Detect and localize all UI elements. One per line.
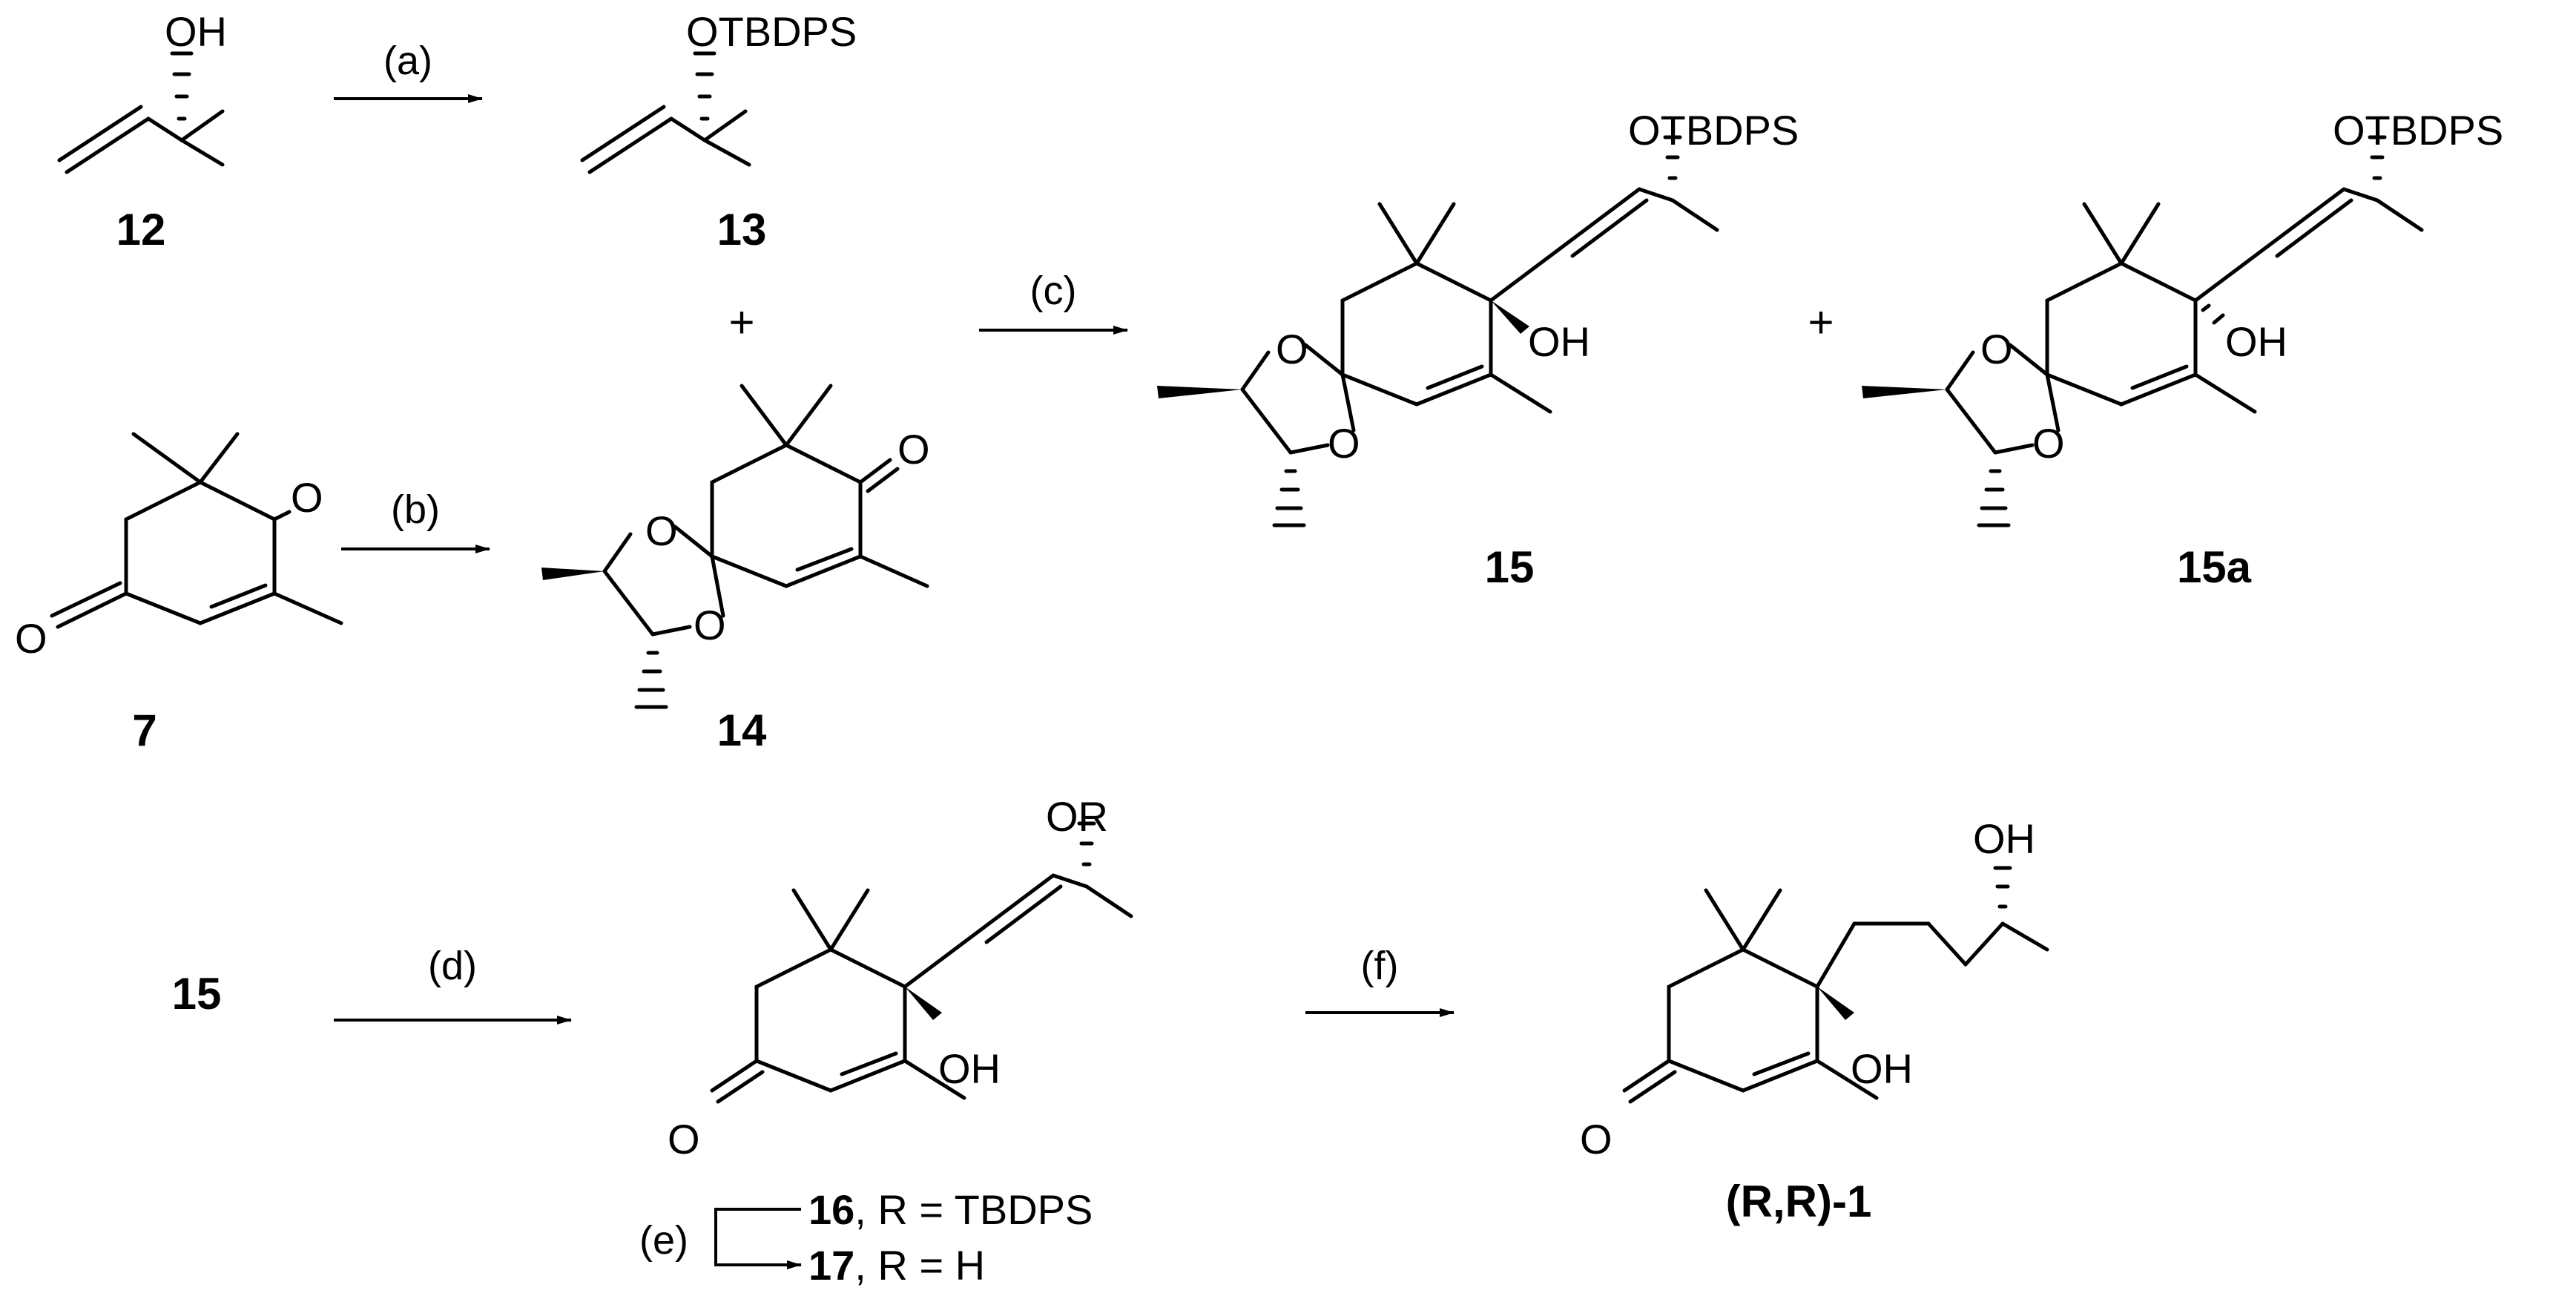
compound-label-7: 7 — [132, 706, 157, 755]
hashed-wedge — [2368, 135, 2387, 180]
hashed-wedge — [693, 51, 717, 121]
otbdps-label: OTBDPS — [686, 8, 857, 55]
solid-wedge — [1862, 386, 1947, 398]
compound-product-1: OH OH O (R,R)-1 — [1580, 815, 2049, 1226]
compound-label-17: 17, R = H — [808, 1242, 985, 1289]
ring-o-label: O — [694, 602, 726, 648]
reagent-label-d: (d) — [428, 944, 477, 988]
compound-label-14: 14 — [717, 706, 767, 755]
hashed-wedge — [2201, 303, 2225, 325]
compound-label-product: (R,R)-1 — [1726, 1177, 1872, 1226]
solid-wedge — [905, 987, 942, 1020]
compound-16-17: OR OH O (e) 16, R = TBDPS 17, R = H — [639, 793, 1133, 1289]
ketone-o-label: O — [15, 615, 47, 662]
compound-12: OH 12 — [57, 8, 227, 254]
hydroxyl-label: OH — [2225, 318, 2287, 365]
hydroxyl-label: OH — [1851, 1045, 1913, 1092]
or-label: OR — [1046, 793, 1108, 840]
compound-14: O O O 14 — [541, 384, 930, 755]
solid-wedge — [541, 568, 605, 580]
hydroxyl-label: OH — [1528, 318, 1590, 365]
plus-sign-2: + — [1808, 297, 1834, 347]
ketone-o-label: O — [1580, 1116, 1613, 1162]
solid-wedge — [1157, 386, 1242, 398]
ketone-o-label: O — [897, 426, 930, 473]
plus-sign-1: + — [728, 297, 754, 347]
hashed-wedge — [1077, 821, 1096, 866]
compound-label-12: 12 — [116, 205, 166, 254]
ring-o-label: O — [1980, 326, 2013, 372]
ketone-o-label: O — [291, 474, 323, 521]
compound-13: OTBDPS 13 — [580, 8, 857, 254]
compound-label-13: 13 — [717, 205, 767, 254]
compound-label-16: 16, R = TBDPS — [808, 1186, 1093, 1233]
hashed-wedge — [170, 51, 194, 121]
hashed-wedge — [1977, 469, 2011, 527]
compound-label-15-start: 15 — [172, 969, 222, 1019]
ketone-o-label: O — [668, 1116, 700, 1162]
solid-wedge — [1491, 300, 1529, 334]
reagent-label-f: (f) — [1361, 944, 1399, 988]
compound-label-15: 15 — [1485, 542, 1535, 592]
reagent-label-c: (c) — [1030, 269, 1077, 313]
otbdps-label: OTBDPS — [1628, 107, 1799, 154]
hashed-wedge — [1993, 866, 2012, 909]
ring-o-label: O — [2032, 420, 2065, 467]
ring-o-label: O — [645, 507, 678, 554]
ring-o-label: O — [1276, 326, 1308, 372]
compound-label-15a: 15a — [2177, 542, 2252, 592]
hashed-wedge — [1663, 135, 1682, 180]
otbdps-label: OTBDPS — [2333, 107, 2503, 154]
compound-15: OTBDPS OH O O 15 — [1157, 107, 1799, 592]
compound-7: O O 7 — [15, 432, 343, 755]
reagent-label-a: (a) — [383, 39, 432, 83]
hashed-wedge — [1272, 469, 1306, 527]
hashed-wedge — [634, 651, 668, 709]
compound-15a: OTBDPS OH O O 15a — [1862, 107, 2503, 592]
ring-o-label: O — [1328, 420, 1360, 467]
solid-wedge — [1817, 987, 1854, 1020]
reagent-label-e: (e) — [639, 1218, 688, 1263]
hydroxyl-label: OH — [165, 8, 227, 55]
hydroxyl-label: OH — [938, 1045, 1001, 1092]
reagent-label-b: (b) — [391, 487, 440, 532]
hydroxyl-label: OH — [1973, 815, 2035, 862]
